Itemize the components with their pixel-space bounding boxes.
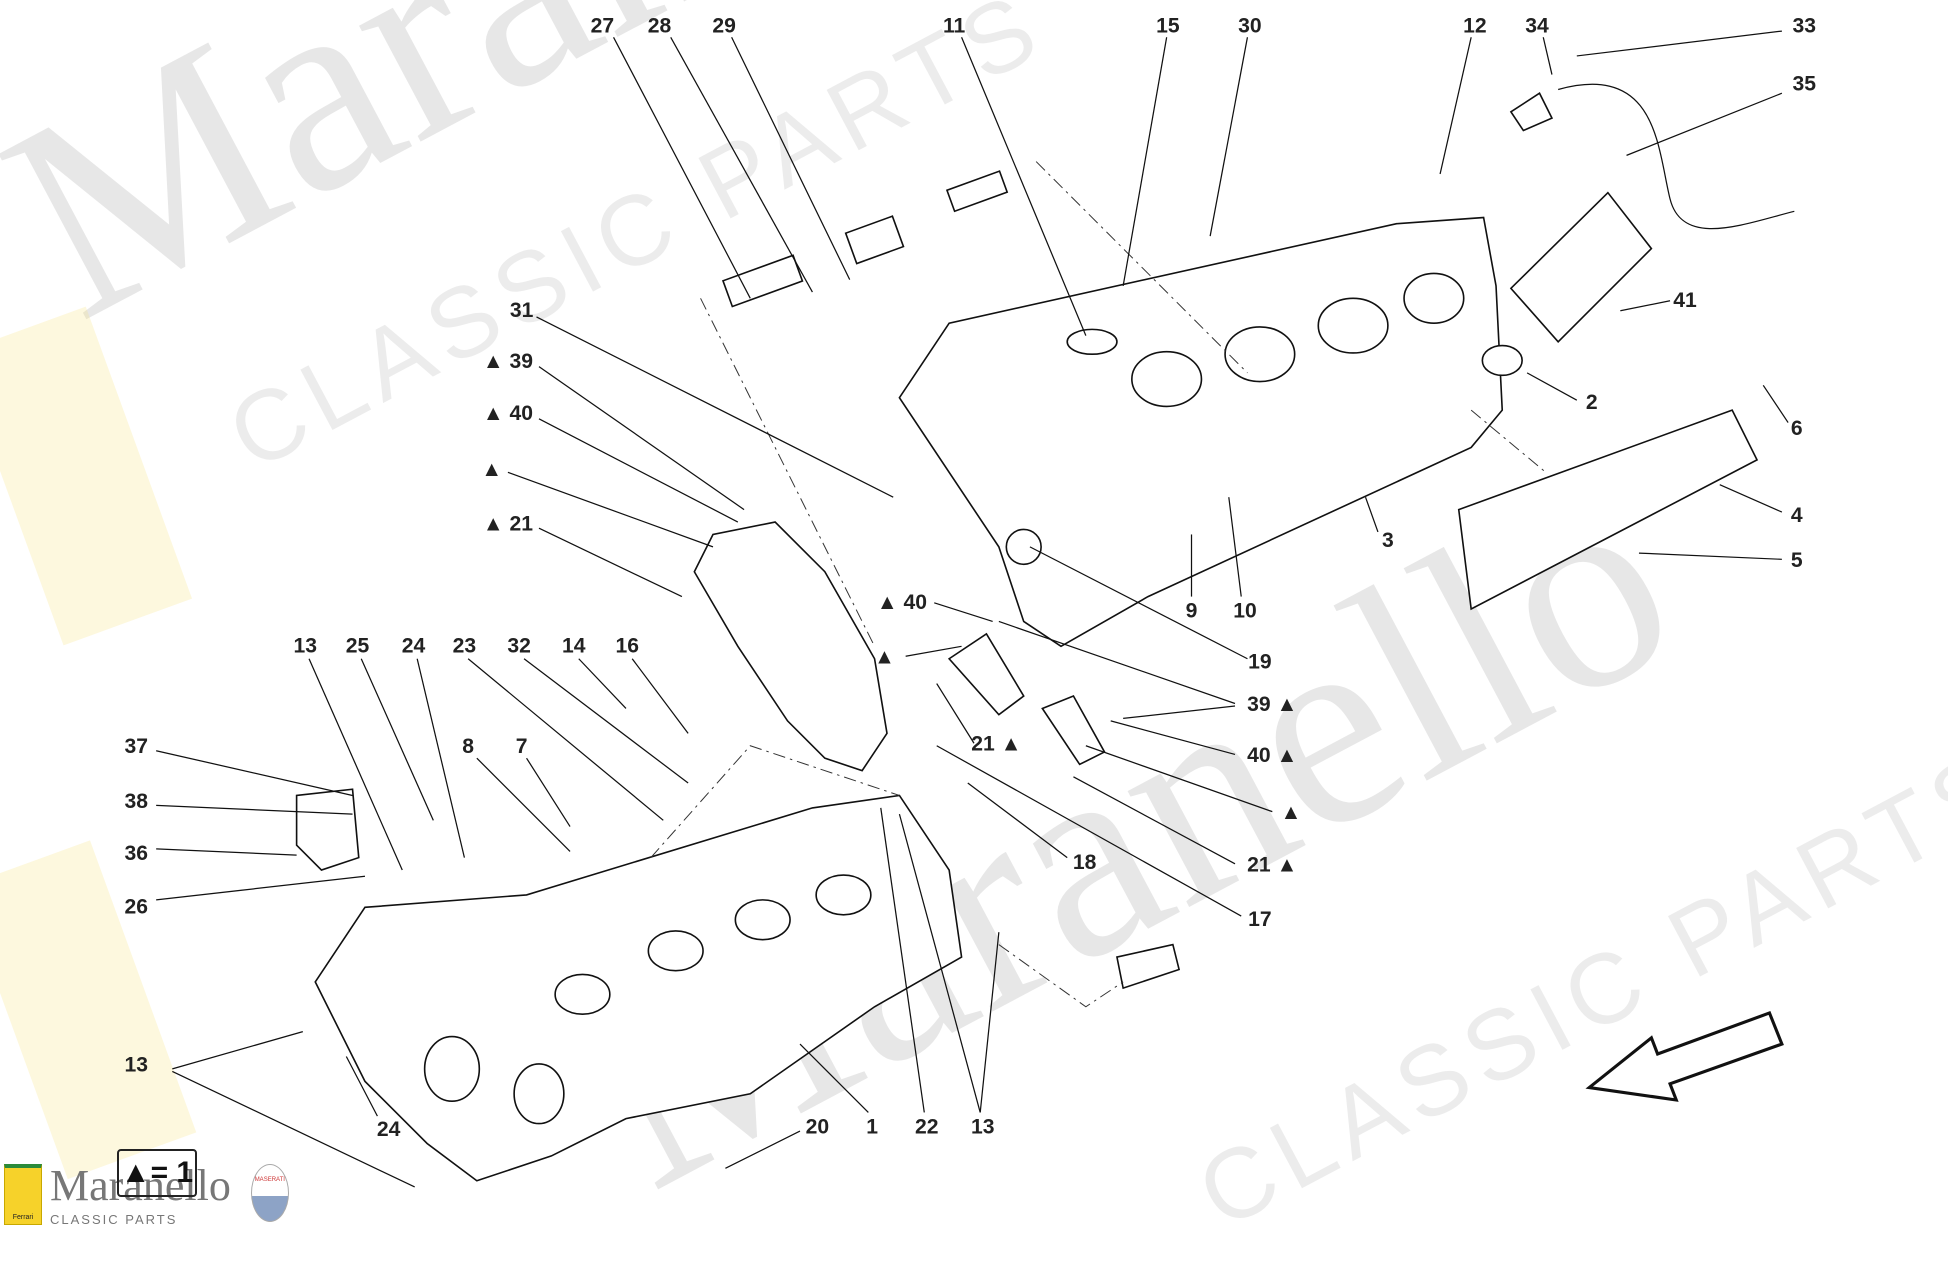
cam-cover [898, 216, 1523, 648]
callout: 40 ▲ [1247, 744, 1297, 767]
callout: 26 [125, 896, 148, 919]
callout: 9 [1186, 600, 1198, 623]
callout: ▲ 40 [877, 591, 927, 614]
callout: ▲ 40 [483, 402, 533, 425]
callout: 14 [562, 635, 586, 658]
callout: 15 [1156, 14, 1180, 37]
ferrari-text: Ferrari [12, 1214, 34, 1221]
callout: 38 [125, 790, 149, 813]
callout: ▲ [1280, 801, 1301, 824]
callout: ▲ 21 [483, 513, 533, 536]
callout: 24 [402, 635, 426, 658]
callout: ▲ [874, 646, 895, 669]
ferrari-shield-icon: Ferrari [4, 1164, 42, 1225]
callout: 4 [1791, 504, 1803, 527]
leader-lines [156, 30, 1789, 1188]
callout: 13 [125, 1053, 148, 1076]
callout: 27 [591, 14, 614, 37]
callout: 21 ▲ [971, 733, 1021, 756]
callout: 13 [294, 635, 317, 658]
callout: 39 ▲ [1247, 693, 1297, 716]
callout: 41 [1673, 289, 1697, 312]
callout: 20 [806, 1116, 829, 1139]
callout: 31 [510, 299, 534, 322]
callout: 1 [866, 1116, 878, 1139]
callout: 2 [1586, 391, 1598, 414]
callout: 13 [971, 1116, 994, 1139]
callout: 32 [507, 635, 530, 658]
heat-shield [1457, 191, 1759, 611]
callout: 35 [1793, 73, 1817, 96]
callout: 34 [1525, 14, 1549, 37]
callout: 5 [1791, 549, 1803, 572]
logo-name: Maranello [50, 1161, 231, 1210]
callout: 36 [125, 842, 148, 865]
callout: ▲ [481, 458, 502, 481]
bracket-left [295, 521, 888, 871]
callout: ▲ 39 [483, 350, 533, 373]
callout: 22 [915, 1116, 938, 1139]
callout: 6 [1791, 417, 1803, 440]
quantity-legend: ▲= 1 [117, 1149, 197, 1197]
callout: 11 [943, 14, 966, 37]
cylinder-head [314, 794, 963, 1182]
callout: 7 [516, 735, 528, 758]
callout: 8 [462, 735, 474, 758]
callout: 30 [1238, 14, 1261, 37]
maserati-badge-icon: MASERATI [250, 1164, 289, 1222]
callout: 24 [377, 1118, 401, 1141]
callout: 21 ▲ [1247, 853, 1297, 876]
logo-subtitle: CLASSIC PARTS [50, 1212, 178, 1227]
callout: 19 [1248, 651, 1271, 674]
callout: 25 [346, 635, 370, 658]
callout: 37 [125, 735, 148, 758]
callout: 10 [1233, 600, 1256, 623]
callout: 18 [1073, 851, 1097, 874]
exploded-parts-diagram: Maranello CLASSIC PARTS Maranello CLASSI… [0, 0, 1948, 1228]
callout: 33 [1793, 14, 1816, 37]
direction-arrow [1585, 1010, 1784, 1102]
callout: 16 [615, 635, 638, 658]
sensor [1509, 83, 1795, 230]
callout: 12 [1463, 14, 1486, 37]
maranello-logo: Ferrari Maranello CLASSIC PARTS MASERATI [4, 1164, 289, 1227]
callout: 29 [712, 14, 735, 37]
callout: 28 [648, 14, 672, 37]
vvt-solenoid [721, 170, 1181, 990]
callout: 3 [1382, 529, 1394, 552]
callout: 17 [1248, 908, 1271, 931]
maserati-text: MASERATI [254, 1177, 285, 1183]
callout: 23 [453, 635, 476, 658]
callout-labels: 27 28 29 11 15 30 12 34 33 35 41 2 6 4 5… [125, 14, 1817, 1141]
